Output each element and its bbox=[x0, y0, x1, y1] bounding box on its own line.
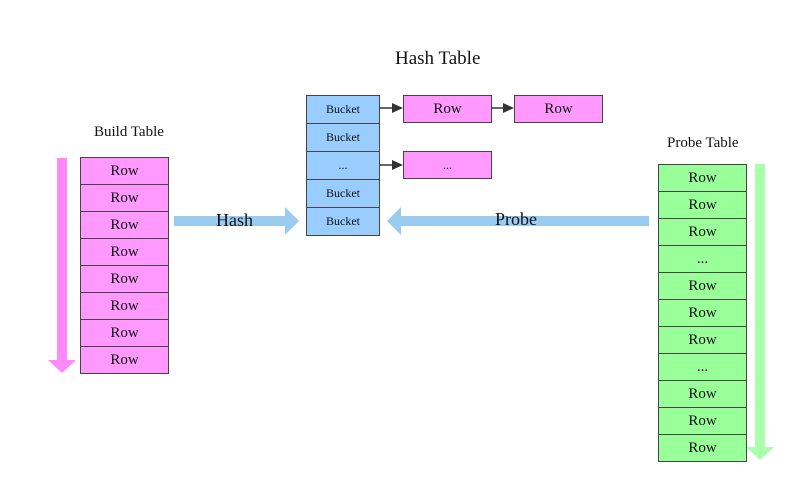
probe-row: Row bbox=[658, 299, 747, 327]
probe-row: Row bbox=[658, 272, 747, 300]
probe-row: Row bbox=[658, 326, 747, 354]
chain-arrow-row-to-row bbox=[492, 103, 514, 113]
probe-row-ellipsis: ... bbox=[658, 245, 747, 273]
probe-arrow bbox=[387, 207, 649, 235]
build-row: Row bbox=[80, 292, 169, 320]
hash-table-buckets: Bucket Bucket ... Bucket Bucket bbox=[306, 95, 380, 236]
chain-row: Row bbox=[403, 95, 492, 123]
build-table: Row Row Row Row Row Row Row Row bbox=[80, 157, 169, 374]
hash-label: Hash bbox=[216, 210, 253, 230]
build-table-title: Build Table bbox=[94, 124, 164, 140]
probe-row: Row bbox=[658, 218, 747, 246]
probe-row: Row bbox=[658, 380, 747, 408]
probe-row-ellipsis: ... bbox=[658, 353, 747, 381]
build-direction-arrow bbox=[48, 158, 76, 373]
build-row: Row bbox=[80, 238, 169, 266]
build-row: Row bbox=[80, 319, 169, 347]
probe-row: Row bbox=[658, 164, 747, 192]
probe-row: Row bbox=[658, 191, 747, 219]
probe-table: Row Row Row ... Row Row Row ... Row Row … bbox=[658, 164, 747, 462]
build-row: Row bbox=[80, 211, 169, 239]
chain-row-ellipsis: ... bbox=[403, 151, 492, 179]
chain-arrow-bucket3-to-row bbox=[380, 160, 403, 170]
probe-table-title: Probe Table bbox=[667, 135, 739, 151]
chain-arrow-bucket-to-row bbox=[380, 103, 403, 113]
probe-row: Row bbox=[658, 407, 747, 435]
bucket: Bucket bbox=[306, 95, 380, 124]
probe-label: Probe bbox=[495, 209, 537, 229]
bucket: Bucket bbox=[306, 207, 380, 236]
build-row: Row bbox=[80, 346, 169, 374]
build-row: Row bbox=[80, 265, 169, 293]
build-row: Row bbox=[80, 184, 169, 212]
hash-arrow bbox=[174, 207, 299, 235]
probe-direction-arrow bbox=[746, 164, 774, 460]
probe-row: Row bbox=[658, 434, 747, 462]
bucket: Bucket bbox=[306, 179, 380, 208]
bucket-ellipsis: ... bbox=[306, 151, 380, 180]
bucket: Bucket bbox=[306, 123, 380, 152]
hash-table-title: Hash Table bbox=[395, 48, 481, 69]
chain-row: Row bbox=[514, 95, 603, 123]
build-row: Row bbox=[80, 157, 169, 185]
